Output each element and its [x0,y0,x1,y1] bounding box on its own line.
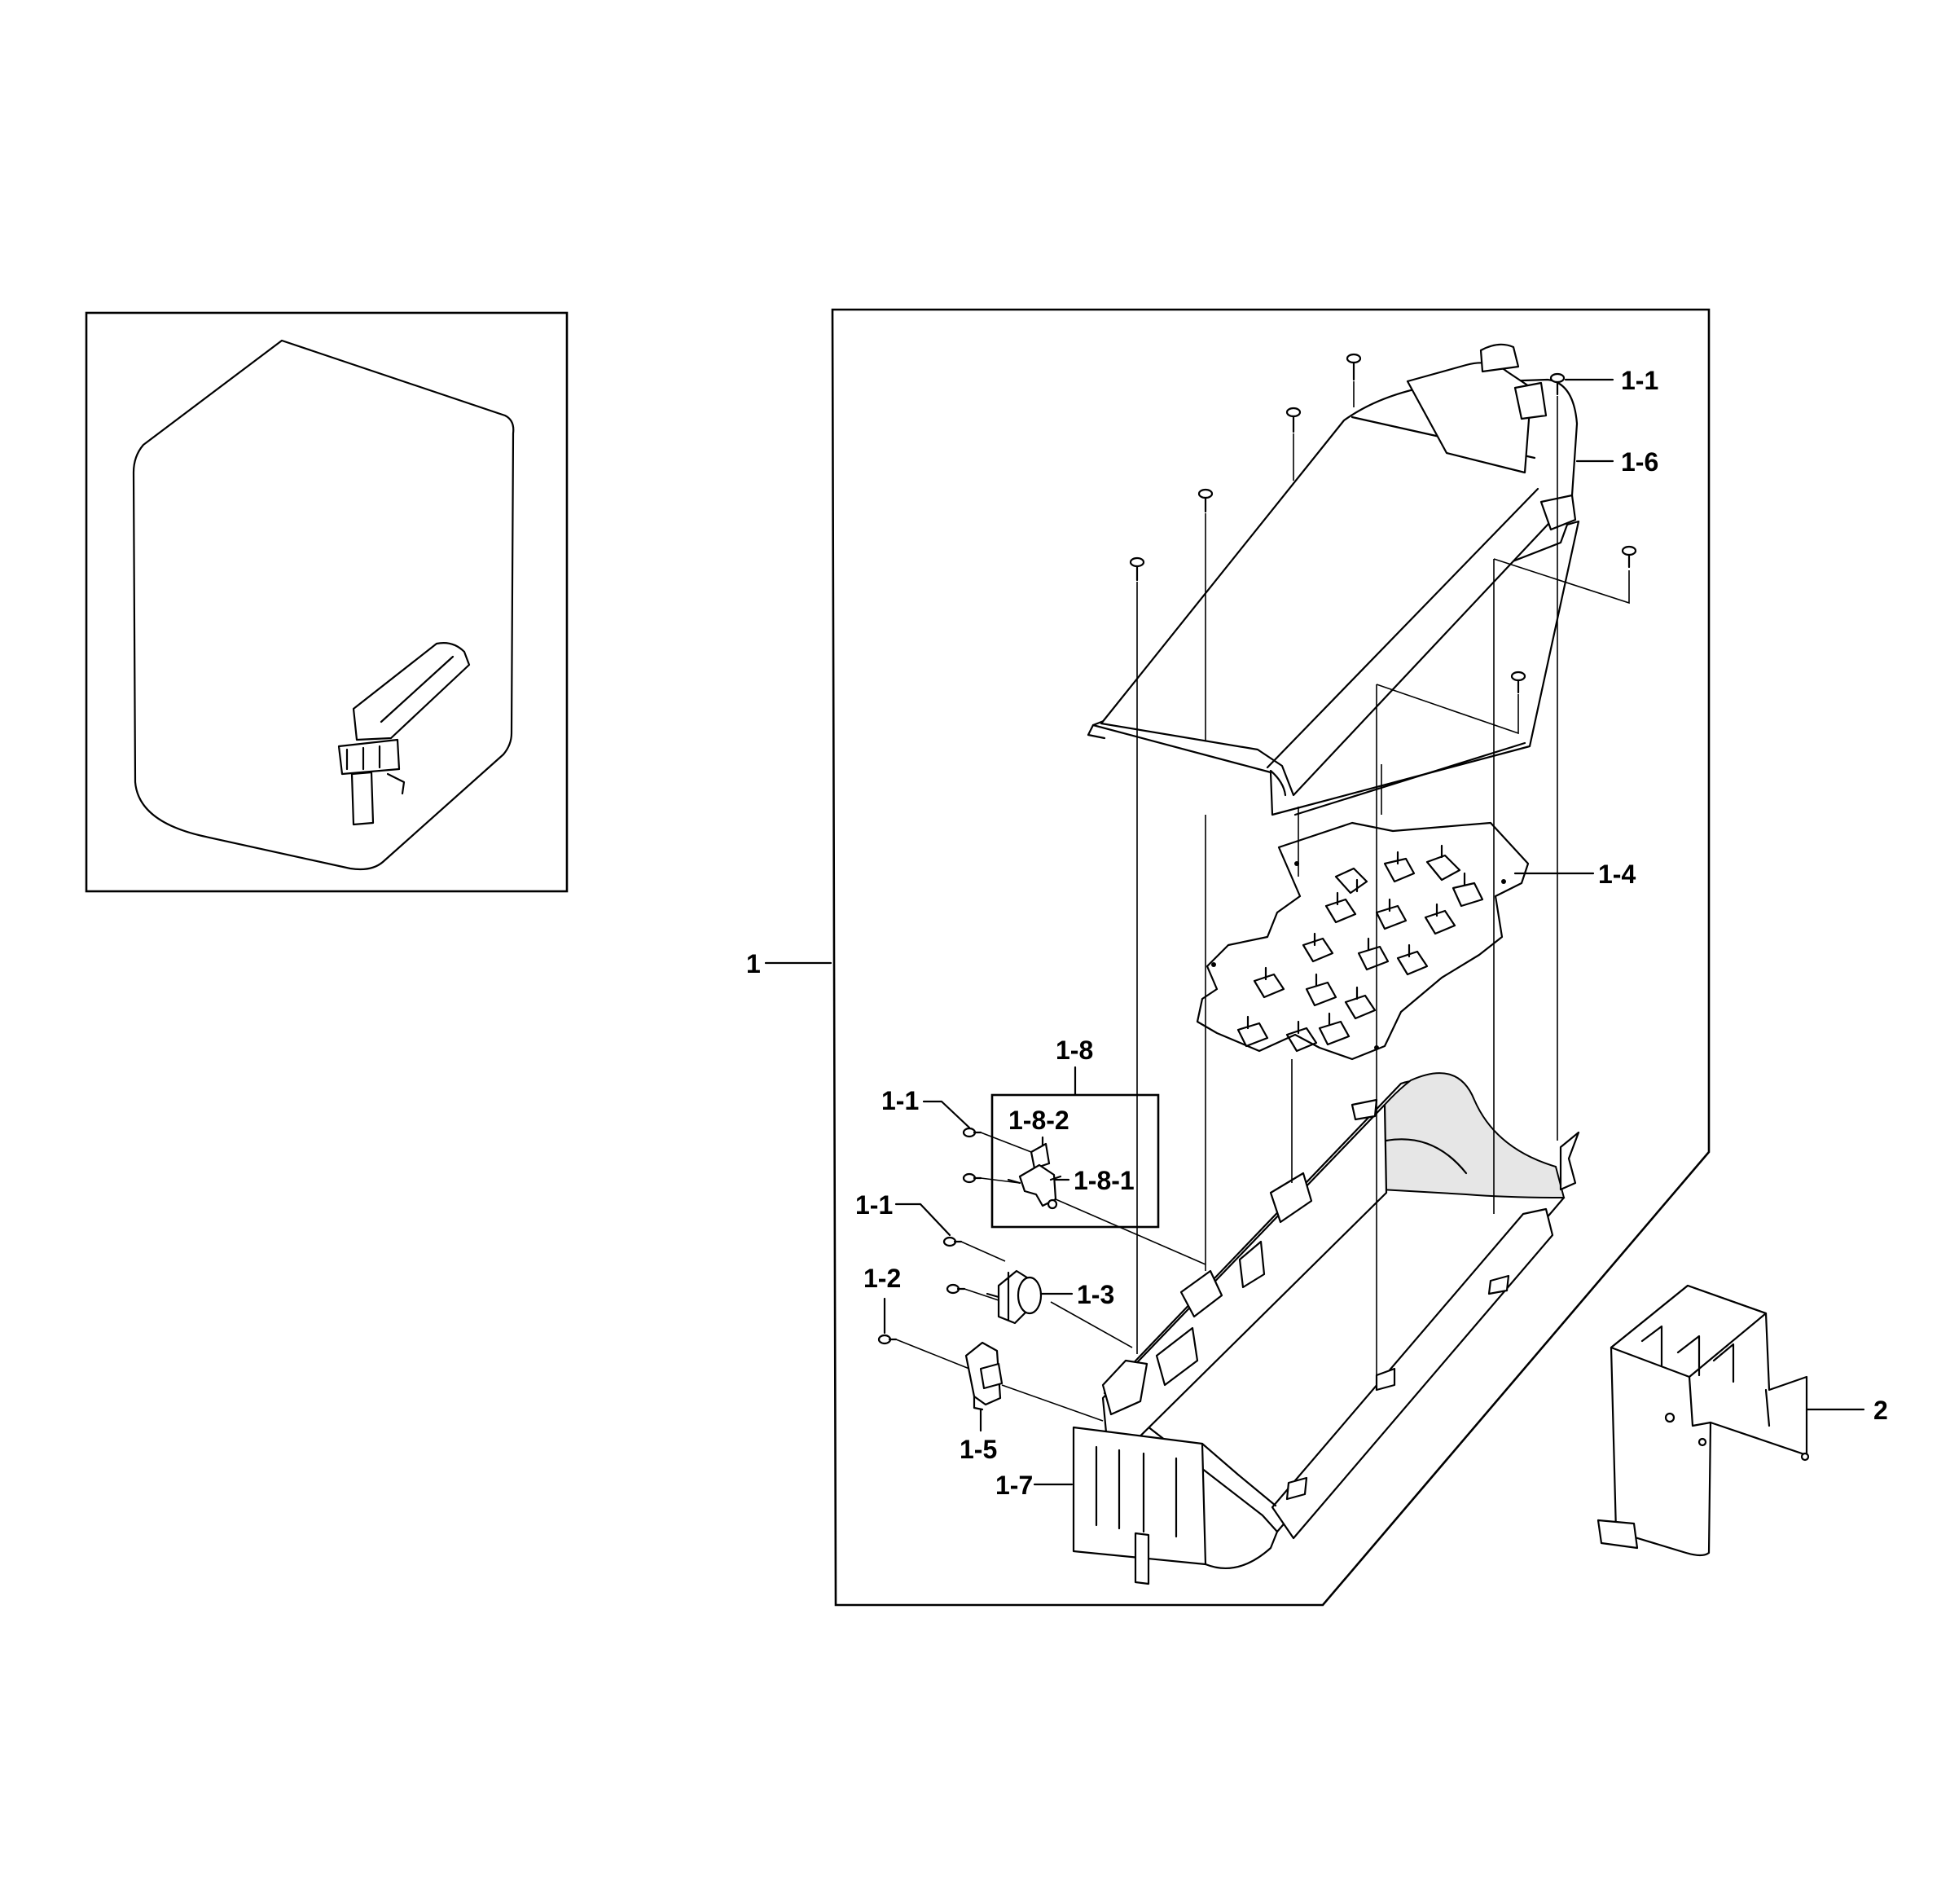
housing-slot-1 [1179,1269,1223,1318]
screw-icon [942,1236,963,1247]
callout-1-1-left-b: 1-1 [855,1190,893,1220]
housing-right-rail [1271,1207,1554,1540]
screw-icon [946,1283,966,1295]
heater-cover [1087,343,1580,816]
screw-icon [962,1172,982,1184]
callout-labels: 1 1-1 1-6 1-4 1-8 1-1 1-8-2 1-8-1 1-1 1-… [746,366,1888,1500]
callout-1-4: 1-4 [1598,860,1636,889]
screw-icon [1621,545,1637,569]
thermostat-1-3 [986,1269,1043,1325]
alignment-lines [1136,381,1630,1377]
heating-coil-plate [1196,821,1530,1061]
callout-1: 1 [746,949,761,978]
assembly-outline [831,308,1711,1607]
callout-1-7: 1-7 [995,1471,1033,1500]
screw-icon [1129,556,1145,582]
left-screws [877,1127,982,1345]
bracket-hole [1664,1412,1676,1423]
callout-1-3: 1-3 [1077,1280,1114,1309]
left-part-lines [895,1132,1206,1422]
screw-icon [1549,372,1566,396]
callout-1-2: 1-2 [863,1264,901,1293]
heater-cover-top [1100,378,1579,797]
callout-leaders [764,378,1865,1486]
callout-1-1-left-a: 1-1 [881,1086,919,1115]
screw-icon [877,1334,898,1345]
cover-screws [1129,353,1637,694]
screw-icon [1197,488,1214,513]
inset-heater-miniature [337,642,471,826]
callout-1-8-2: 1-8-2 [1008,1106,1069,1135]
callout-1-6: 1-6 [1621,447,1658,477]
cover-tab [1539,494,1577,531]
locator-inset [85,311,569,893]
mounting-bracket [1596,1284,1810,1557]
callout-2: 2 [1873,1396,1888,1425]
coil-plate-outline [1196,821,1530,1061]
heater-housing [1072,1072,1580,1585]
screw-icon [1285,407,1302,433]
screw-icon [1346,353,1362,381]
callout-1-1-top: 1-1 [1621,366,1658,395]
part-1-5 [964,1341,1004,1411]
callout-1-8-1: 1-8-1 [1074,1166,1135,1195]
callout-1-5: 1-5 [960,1435,997,1464]
inset-frame [85,311,569,893]
screw-icon [1510,671,1526,694]
callout-1-8: 1-8 [1056,1036,1093,1065]
screw-icon [962,1127,982,1138]
fuse-part-1-8-2 [1030,1142,1051,1170]
dryer-cabinet-outline [132,339,515,871]
coil-supports [1236,844,1484,1053]
sub-assembly-1-8 [990,1093,1160,1229]
